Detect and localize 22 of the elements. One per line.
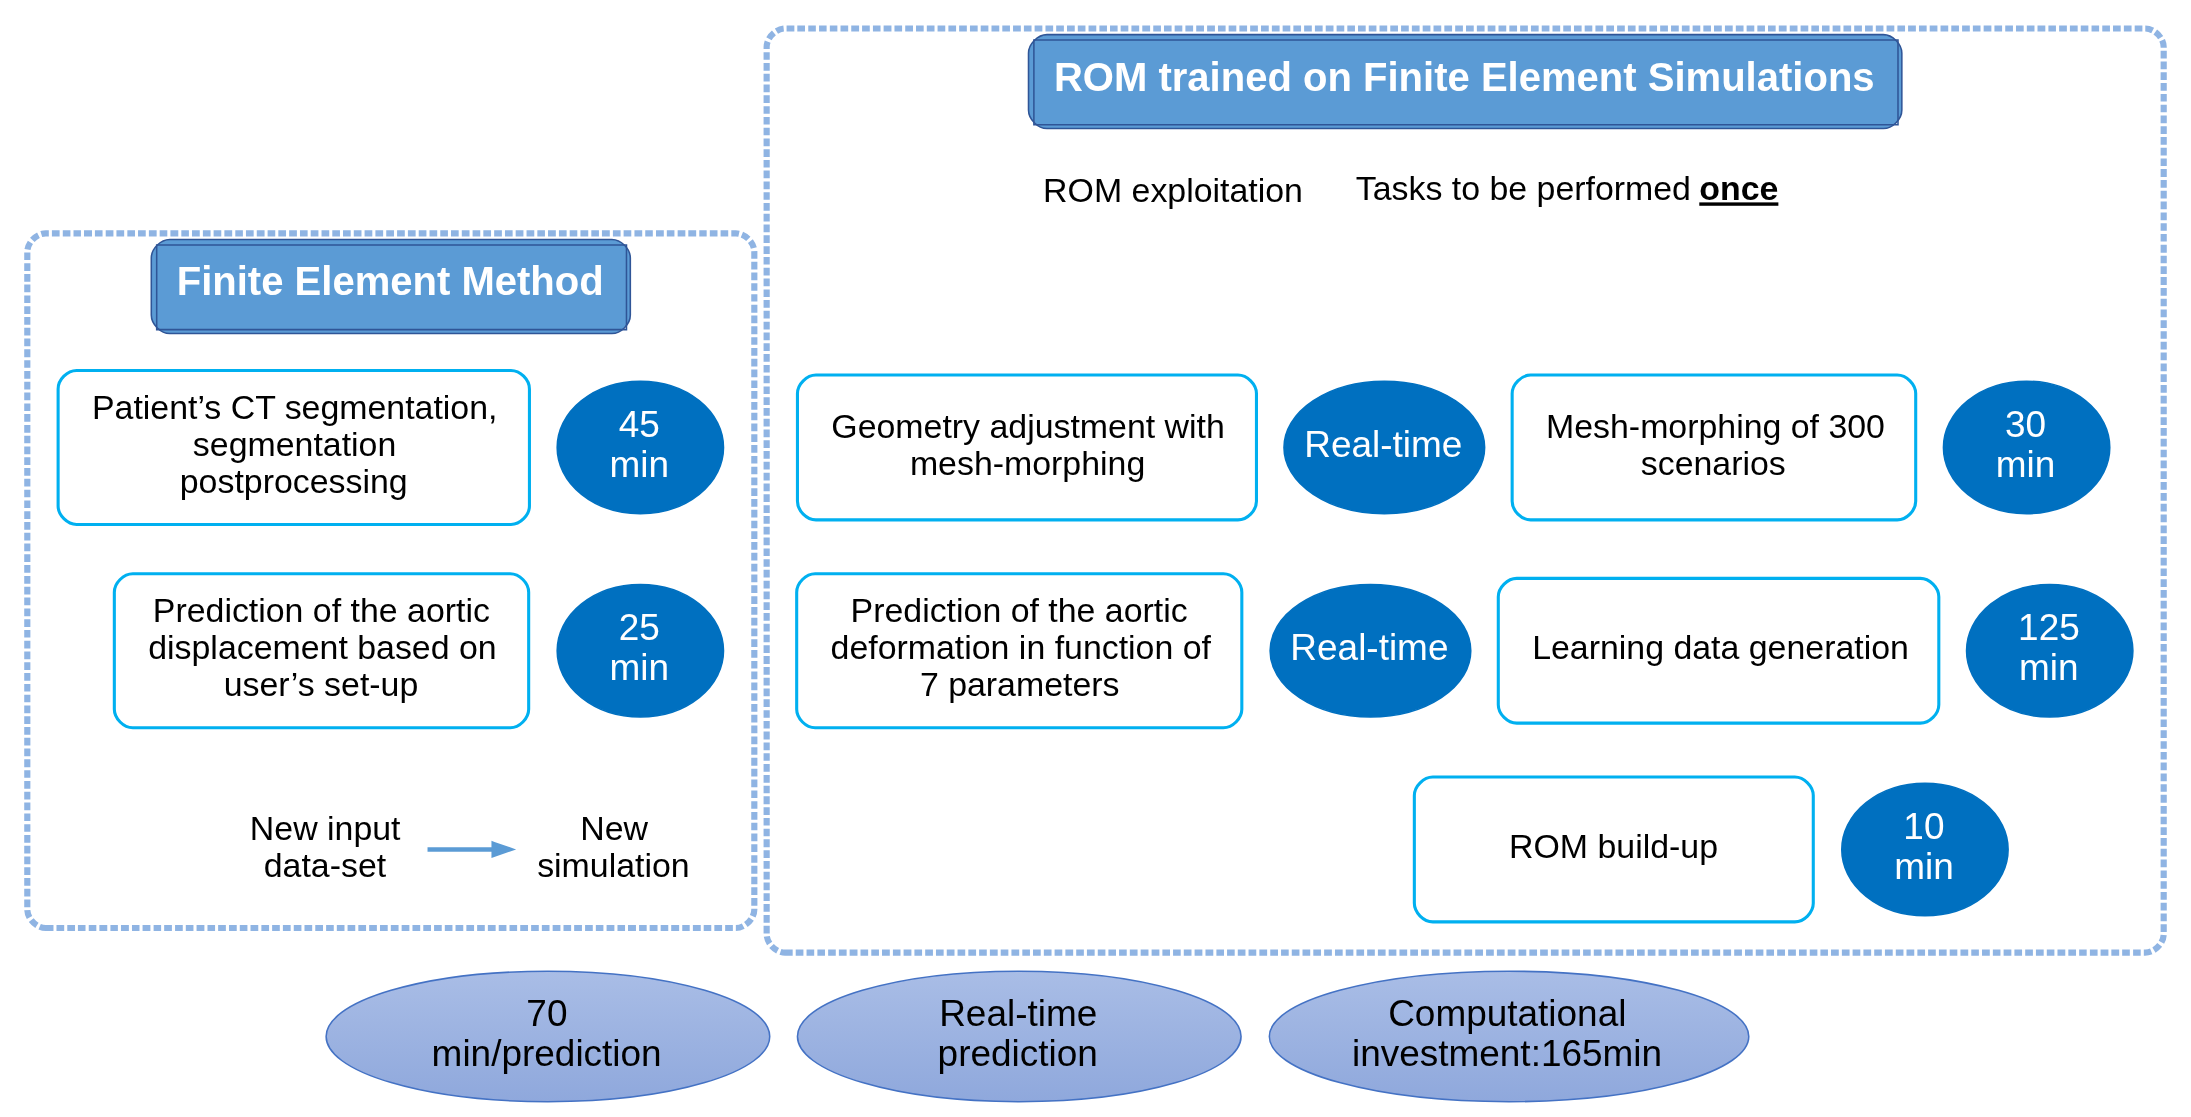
node-ellipse: 25 min [556,583,725,718]
node-box: Patient’s CT segmentation, segmentation postprocessing [56,368,531,526]
node-box: ROM build-up [1412,775,1815,923]
arrow [427,840,517,858]
node-ellipse: 70 min/prediction [325,970,771,1102]
node-ellipse: Computational investment:165min [1268,970,1750,1102]
node-box: Geometry adjustment with mesh-morphing [795,373,1258,521]
node-text: New simulation [537,808,690,884]
node-ellipse: Real-time [1269,583,1472,718]
node-box: Mesh-morphing of 300 scenarios [1510,373,1918,521]
node-box: Prediction of the aortic displacement based on user’s set-up [112,571,531,729]
node-ellipse: Real-time [1283,379,1486,514]
node-ellipse: 125 min [1965,583,2134,718]
node-ellipse: Real-time prediction [796,970,1242,1102]
node-box: Prediction of the aortic deformation in function of 7 parameters [795,571,1244,729]
node-ellipse: 30 min [1942,379,2111,514]
label: ROM exploitation [1043,170,1303,209]
node-text: New input data-set [249,808,401,884]
node-ellipse: 10 min [1841,781,2009,916]
node-box: Learning data generation [1496,576,1941,725]
label: Tasks to be performed once [1355,168,1779,207]
node-ellipse: 45 min [556,379,725,514]
